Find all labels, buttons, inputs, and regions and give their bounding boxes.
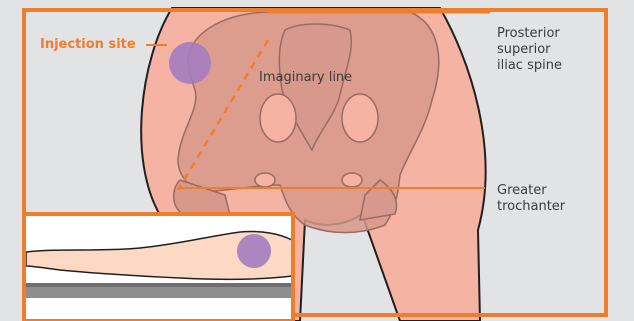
injection-site-label: Injection site [40, 37, 136, 53]
inset-injection-dot [237, 234, 271, 268]
greater-trochanter-label: Greater trochanter [497, 183, 565, 215]
injection-site-dot [169, 42, 211, 84]
left-pelvic-foramen [260, 94, 296, 142]
right-obturator [342, 173, 362, 187]
right-pelvic-foramen [342, 94, 378, 142]
inset-table-edge [26, 283, 291, 287]
iliac-spine-label: Prosterior superior iliac spine [497, 26, 562, 74]
imaginary-line-label: Imaginary line [259, 70, 352, 86]
left-obturator [255, 173, 275, 187]
inset-table [26, 286, 291, 298]
